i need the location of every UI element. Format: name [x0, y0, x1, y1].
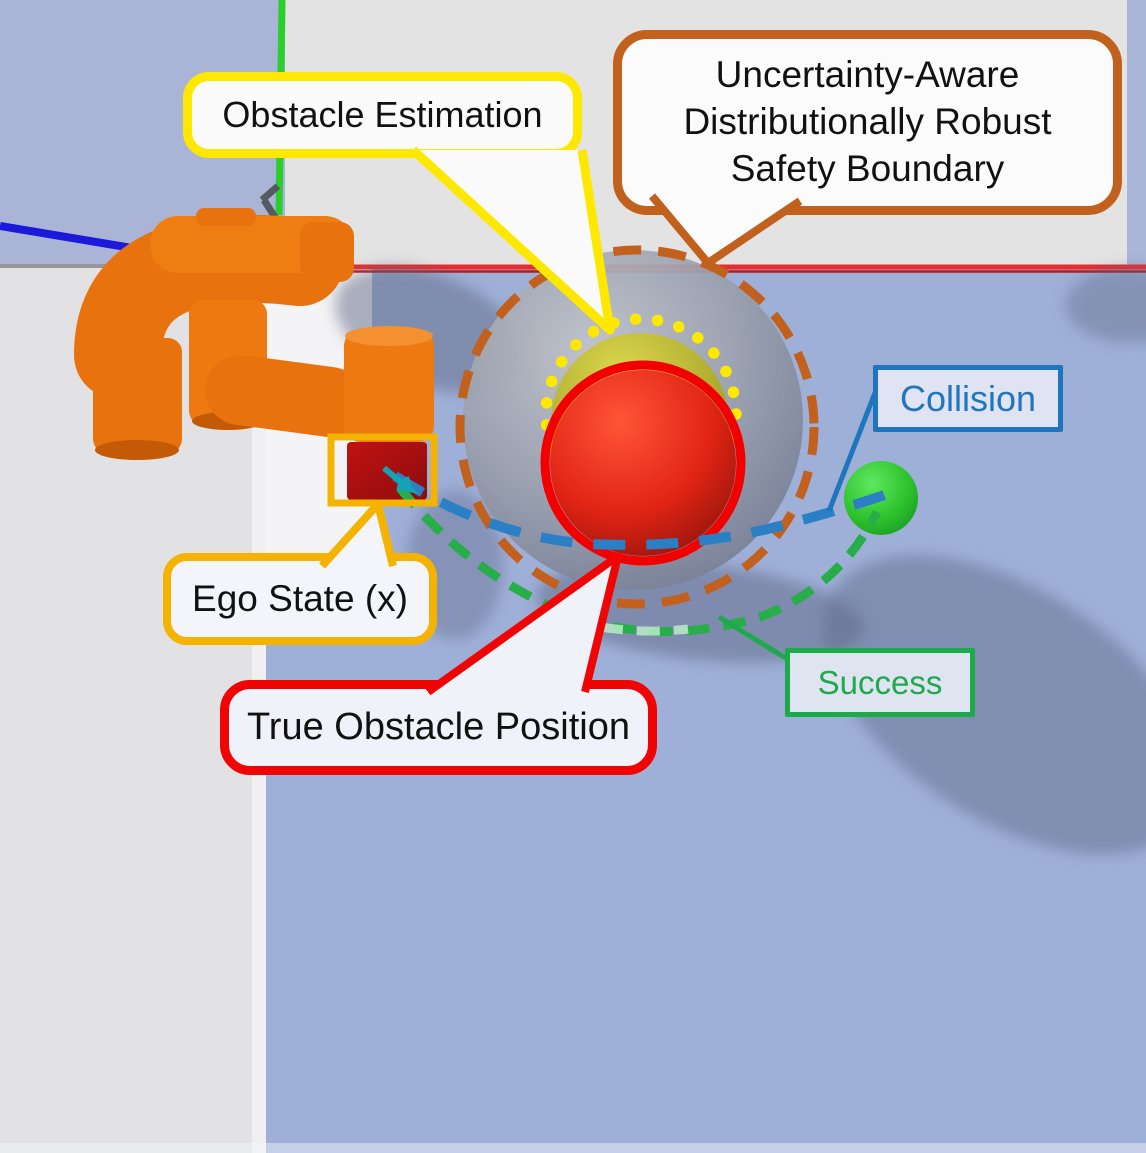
bottom-edge-strip: [0, 1143, 1146, 1153]
ego-state-text: Ego State (x): [192, 578, 408, 619]
collision-label: Collision: [873, 365, 1063, 432]
success-text: Success: [817, 663, 943, 701]
ego-state-label: Ego State (x): [163, 553, 437, 645]
safety-boundary-text-line2: Distributionally Robust: [683, 101, 1052, 142]
safety-boundary-text-line1: Uncertainty-Aware: [715, 54, 1020, 96]
success-label: Success: [785, 648, 975, 717]
safety-boundary-label: Uncertainty-Aware Distributionally Robus…: [613, 30, 1122, 215]
collision-text: Collision: [899, 377, 1037, 419]
true-obstacle-label: True Obstacle Position: [220, 680, 657, 775]
wall-corner-surface: [266, 266, 372, 556]
true-obstacle-text: True Obstacle Position: [247, 706, 630, 748]
obstacle-estimation-label: Obstacle Estimation: [183, 72, 582, 158]
safety-boundary-text-line3: Safety Boundary: [730, 147, 1005, 189]
wall-right-strip: [1127, 0, 1146, 266]
obstacle-estimation-text: Obstacle Estimation: [222, 94, 543, 135]
